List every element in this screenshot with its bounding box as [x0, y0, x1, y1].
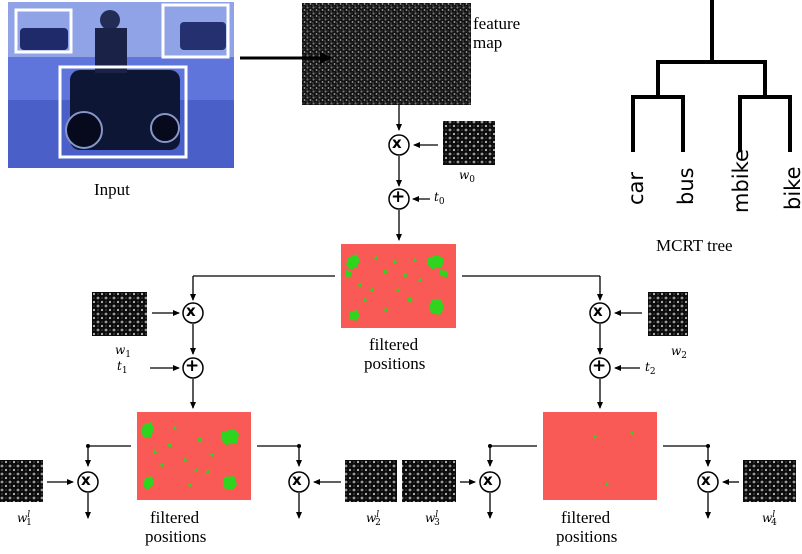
op-add-0: +: [391, 187, 406, 207]
weight-filter-wl1: [0, 460, 43, 502]
multiply-node-l2: [288, 471, 310, 493]
multiply-node-1: [182, 302, 204, 324]
label-t0: t0: [434, 190, 445, 207]
weight-filter-w1: [92, 292, 147, 336]
leaf-mbike: mbike: [729, 149, 753, 213]
multiply-node-2: [589, 302, 611, 324]
label-wl4: wl4: [762, 510, 777, 528]
leaf-car: car: [624, 171, 648, 205]
label-w1: w1: [115, 343, 132, 360]
filtered-top-label-2: positions: [364, 354, 426, 373]
add-node-2: [589, 357, 611, 379]
label-w2: w2: [671, 344, 688, 361]
op-multiply-0: x: [392, 134, 402, 152]
add-node-1: [182, 357, 204, 379]
op-multiply-2: x: [593, 302, 603, 320]
filtered-positions-top: [341, 244, 456, 328]
mcrt-tree: [631, 0, 792, 152]
weight-filter-w2: [648, 292, 688, 336]
label-t2: t2: [645, 360, 656, 377]
feature-map-label-1: feature: [473, 14, 521, 33]
label-w0: w0: [459, 168, 476, 185]
weight-filter-wl3: [402, 460, 456, 502]
label-wl3: wl3: [425, 510, 440, 528]
label-wl2: wl2: [366, 510, 381, 528]
filtered-left-label-1: filtered: [150, 508, 200, 527]
op-add-2: +: [592, 356, 607, 376]
add-node-0: [388, 188, 410, 210]
filtered-positions-left: [137, 412, 251, 500]
multiply-node-0: [388, 134, 410, 156]
op-multiply-l4: x: [701, 471, 711, 489]
op-add-1: +: [185, 356, 200, 376]
op-multiply-l3: x: [483, 471, 493, 489]
multiply-node-l3: [479, 471, 501, 493]
label-wl1: wl1: [17, 510, 32, 528]
weight-filter-wl2: [345, 460, 397, 502]
filtered-right-label-1: filtered: [561, 508, 611, 527]
filtered-right-label-2: positions: [556, 527, 618, 546]
leaf-bus: bus: [674, 167, 698, 205]
filtered-left-label-2: positions: [145, 527, 207, 546]
weight-filter-wl4: [743, 460, 796, 502]
leaf-bike: bike: [781, 166, 802, 211]
input-photo: [8, 2, 234, 168]
multiply-node-l1: [77, 471, 99, 493]
feature-map: [302, 3, 471, 105]
op-multiply-1: x: [186, 302, 196, 320]
feature-map-label-2: map: [473, 33, 503, 52]
weight-filter-w0: [443, 121, 495, 165]
op-multiply-l2: x: [292, 471, 302, 489]
multiply-node-l4: [697, 471, 719, 493]
input-label: Input: [94, 180, 130, 199]
tree-caption: MCRT tree: [656, 236, 733, 255]
filtered-top-label-1: filtered: [369, 335, 419, 354]
label-t1: t1: [117, 359, 128, 376]
op-multiply-l1: x: [81, 471, 91, 489]
filtered-positions-right: [543, 412, 657, 500]
